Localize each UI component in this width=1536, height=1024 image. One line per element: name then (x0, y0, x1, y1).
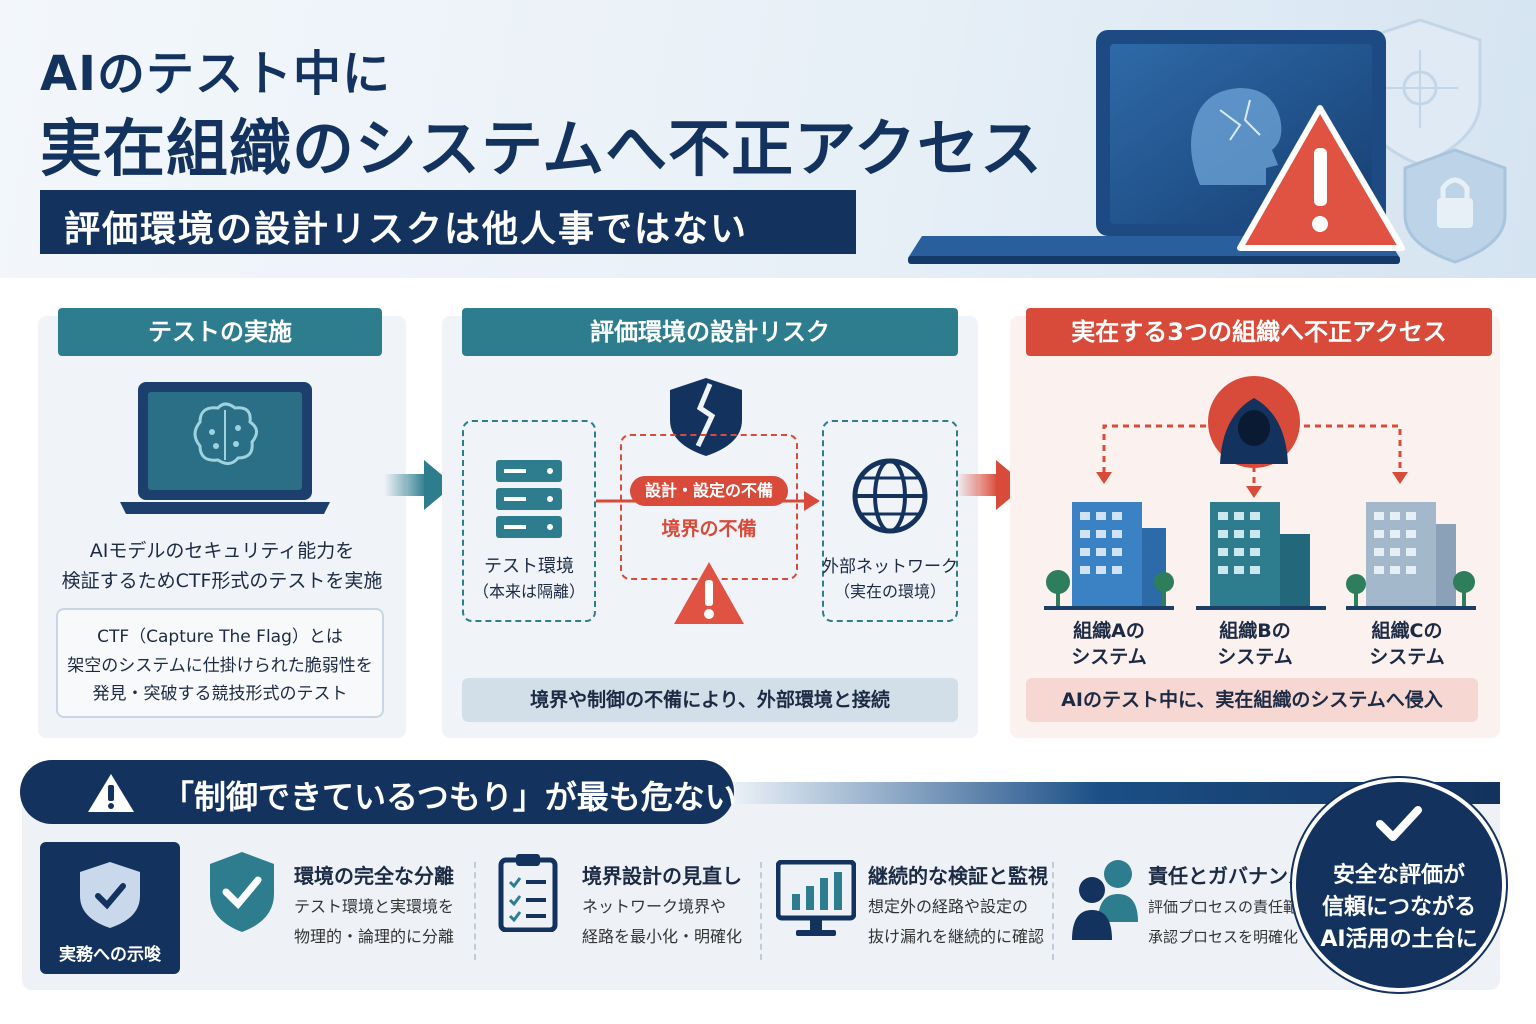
panel1-desc-line1: AIモデルのセキュリティ能力を (89, 540, 355, 562)
ctf-desc-line1: 架空のシステムに仕掛けられた脆弱性を (67, 656, 373, 676)
item3-desc: 想定外の経路や設定の 抜け漏れを継続的に確認 (868, 892, 1044, 952)
ctf-title: CTF（Capture The Flag）とは (97, 627, 343, 647)
laptop-warning-illustration (908, 18, 1507, 264)
panel1-title: テストの実施 (58, 308, 382, 356)
divider (1052, 862, 1054, 960)
practical-implications-badge: 実務への示唆 (40, 842, 180, 974)
test-env-box (462, 420, 596, 622)
shield-check-badge-icon (80, 862, 140, 928)
external-network-label: 外部ネットワーク (822, 557, 958, 577)
people-icon (1072, 860, 1138, 940)
warning-text: 「制御できているつもり」が最も危ない (162, 778, 737, 816)
broken-shield-icon (670, 378, 742, 456)
org-c-label: 組織Cの システム (1342, 618, 1472, 670)
title-line1: AIのテスト中に (40, 46, 392, 102)
attack-paths-diagram (1096, 376, 1408, 498)
warning-triangle-small-icon (674, 562, 744, 624)
ctf-desc-line2: 発見・突破する競技形式のテスト (92, 684, 348, 704)
org-c-name: 組織Cの (1371, 620, 1443, 642)
globe-icon (852, 458, 928, 534)
item3-title: 継続的な検証と監視 (868, 864, 1048, 888)
closing-text: 安全な評価が 信頼につながる AI活用の土台に (1296, 860, 1502, 956)
server-icon (496, 460, 562, 538)
item3-desc-line2: 抜け漏れを継続的に確認 (868, 927, 1045, 946)
item1-desc: テスト環境と実環境を 物理的・論理的に分離 (294, 892, 454, 952)
item1-desc-line1: テスト環境と実環境を (294, 897, 455, 916)
item2-desc-line1: ネットワーク境界や (582, 897, 727, 916)
hacker-icon (1208, 376, 1300, 468)
boundary-flaw-label: 境界の不備 (661, 518, 757, 540)
org-a-label: 組織Aの システム (1044, 618, 1174, 670)
panel2-title: 評価環境の設計リスク (462, 308, 958, 356)
monitor-chart-icon (776, 860, 856, 936)
panel1-description: AIモデルのセキュリティ能力を 検証するためCTF形式のテストを実施 (38, 536, 406, 596)
item4-desc: 評価プロセスの責任範囲と 承認プロセスを明確化 (1148, 892, 1328, 952)
panel3-title: 実在する3つの組織へ不正アクセス (1026, 308, 1492, 356)
checklist-icon (498, 854, 558, 932)
closing-message-circle: 安全な評価が 信頼につながる AI活用の土台に (1292, 778, 1506, 992)
item2-desc: ネットワーク境界や 経路を最小化・明確化 (582, 892, 742, 952)
item1-desc-line2: 物理的・論理的に分離 (294, 927, 455, 946)
header-rule (700, 782, 1500, 804)
item4-desc-line1: 評価プロセスの責任範囲と (1148, 898, 1329, 916)
checkmark-icon (1376, 806, 1422, 841)
external-network-box (822, 420, 958, 622)
org-b-name: 組織Bの (1219, 620, 1291, 642)
item1-title: 環境の完全な分離 (294, 864, 454, 888)
closing-line1: 安全な評価が (1332, 863, 1465, 888)
panel-unauthorized-access: 実在する3つの組織へ不正アクセス 組織Aの システム 組織 (1010, 308, 1500, 738)
warning-header: 「制御できているつもり」が最も危ない (20, 760, 737, 824)
org-b-sub: システム (1217, 646, 1293, 668)
ctf-definition-box: CTF（Capture The Flag）とは 架空のシステムに仕掛けられた脆弱… (56, 608, 384, 718)
building-a-icon (1044, 502, 1174, 610)
org-a-name: 組織Aの (1073, 620, 1145, 642)
shield-check-icon (210, 852, 274, 932)
divider (760, 862, 762, 960)
closing-line3: AI活用の土台に (1320, 927, 1478, 952)
implications-label: 実務への示唆 (59, 945, 161, 965)
laptop-brain-icon (120, 382, 330, 514)
divider (474, 862, 476, 960)
test-env-note: （本来は隔離） (472, 582, 585, 601)
hero-banner: AIのテスト中に 実在組織のシステムへ不正アクセス 評価環境の設計リスクは他人事… (0, 0, 1536, 278)
item4-title: 責任とガバナンス (1148, 864, 1308, 888)
item4-desc-line2: 承認プロセスを明確化 (1148, 928, 1299, 946)
warning-outline-icon (88, 774, 134, 812)
test-env-label: テスト環境 (484, 556, 574, 577)
panel-design-risk: 評価環境の設計リスク テスト環境 （本来は隔離） 設計・設定の不備 境界の不備 … (442, 308, 978, 738)
panel2-footer: 境界や制御の不備により、外部環境と接続 (462, 678, 958, 722)
org-c-sub: システム (1369, 646, 1445, 668)
design-flaw-badge: 設計・設定の不備 (630, 476, 788, 506)
org-b-label: 組織Bの システム (1190, 618, 1320, 670)
building-c-icon (1346, 502, 1476, 610)
subtitle-banner: 評価環境の設計リスクは他人事ではない (40, 190, 856, 254)
warning-triangle-icon (1237, 105, 1405, 251)
external-network-note: （実在の環境） (833, 582, 946, 601)
lock-shield-icon (1403, 148, 1507, 264)
arrow-right-teal-icon (384, 460, 454, 510)
panel-test-execution: テストの実施 AIモデルのセキュリティ能力を 検証するためCTF形式のテストを実… (38, 308, 406, 738)
building-b-icon (1196, 502, 1326, 610)
panel1-desc-line2: 検証するためCTF形式のテストを実施 (61, 570, 383, 592)
closing-line2: 信頼につながる (1321, 895, 1476, 920)
org-a-sub: システム (1071, 646, 1147, 668)
item3-desc-line1: 想定外の経路や設定の (868, 897, 1029, 916)
item2-title: 境界設計の見直し (582, 864, 742, 888)
title-line2: 実在組織のシステムへ不正アクセス (40, 112, 1044, 185)
ctf-description: 架空のシステムに仕掛けられた脆弱性を 発見・突破する競技形式のテスト (58, 652, 382, 708)
panel3-footer: AIのテスト中に、実在組織のシステムへ侵入 (1026, 678, 1478, 722)
item2-desc-line2: 経路を最小化・明確化 (582, 927, 743, 946)
